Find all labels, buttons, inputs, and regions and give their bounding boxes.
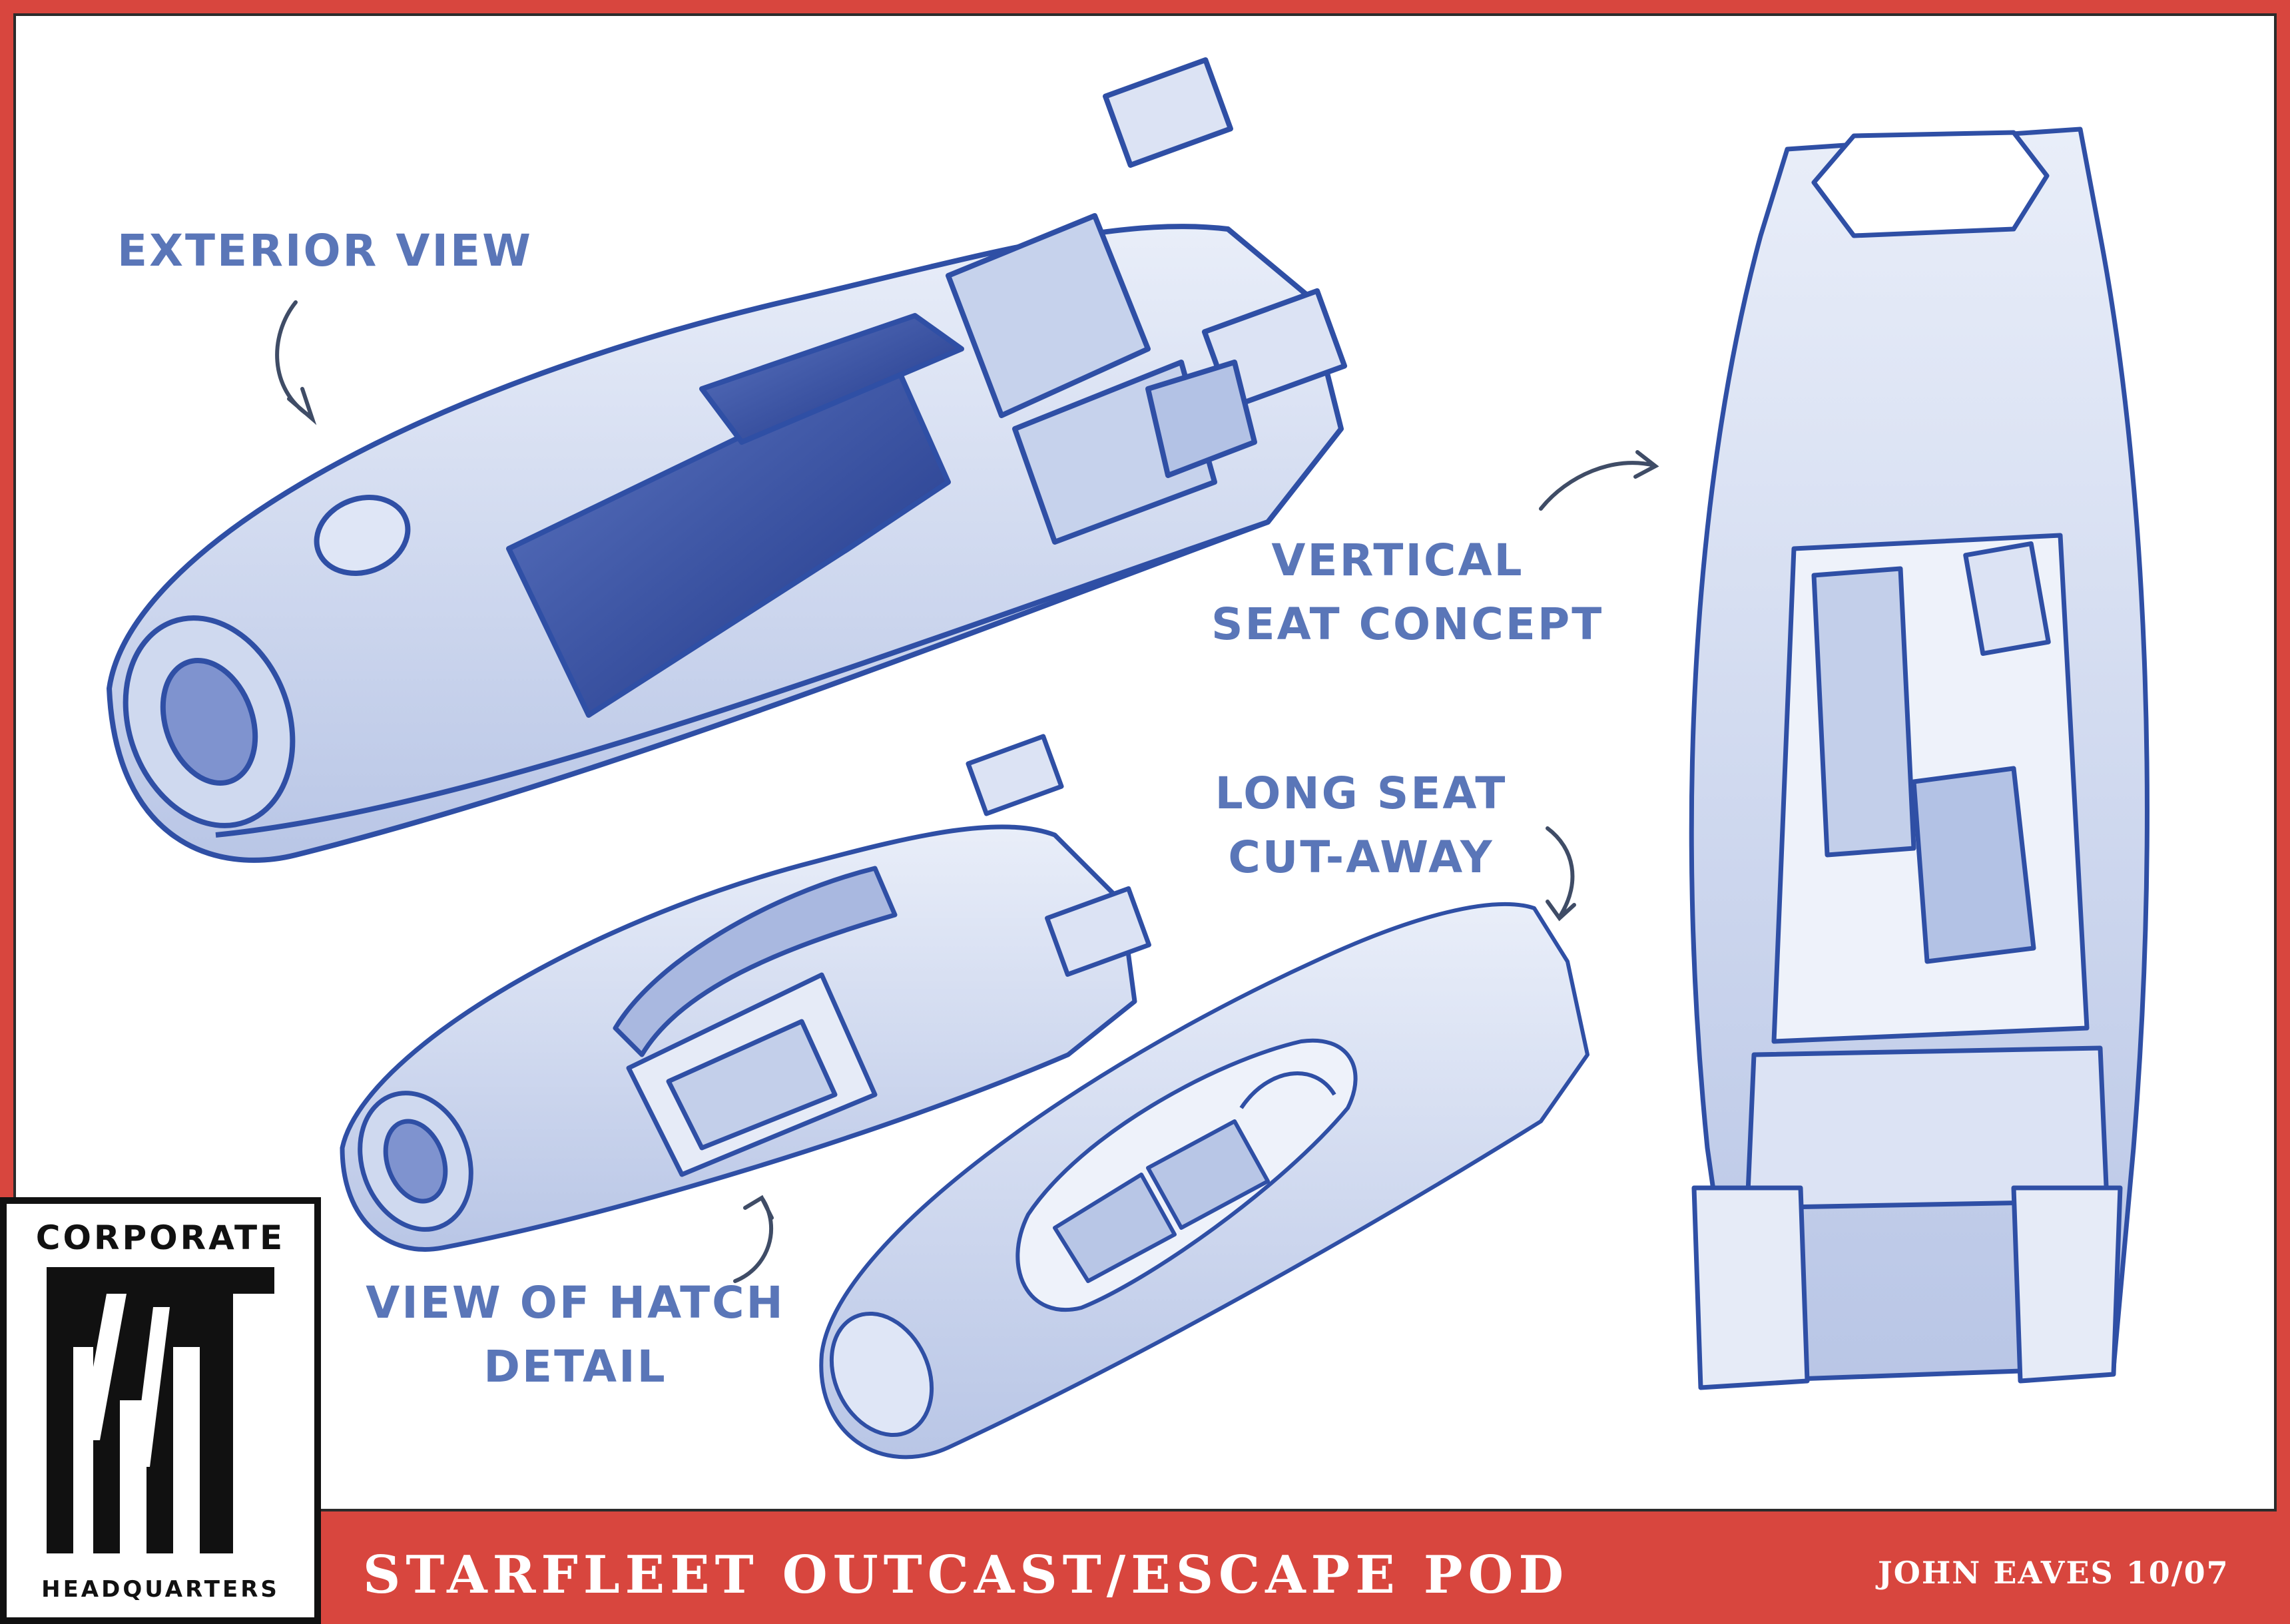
exterior-view-pod	[107, 57, 1348, 863]
hatch-detail-label: VIEW OF HATCH DETAIL	[356, 1271, 795, 1398]
corporate-headquarters-logo: CORPORATE HEADQUARTERS	[0, 1197, 321, 1624]
hatch-label-line1: VIEW OF HATCH	[366, 1277, 785, 1328]
logo-bottom-text: HEADQUARTERS	[41, 1576, 280, 1603]
footer-bar	[0, 1511, 2290, 1624]
hatch-label-line2: DETAIL	[483, 1340, 667, 1392]
sketch-artwork	[107, 57, 2149, 1460]
long-seat-cutaway-pod	[819, 902, 1589, 1460]
logo-top-text: CORPORATE	[35, 1218, 286, 1257]
vertical-arrow-icon	[1539, 450, 1659, 511]
exterior-view-label: EXTERIOR VIEW	[117, 225, 533, 276]
hatch-detail-pod	[340, 734, 1151, 1252]
longseat-label-line2: CUT-AWAY	[1228, 831, 1494, 883]
footer-credit: JOHN EAVES 10/07	[1878, 1555, 2229, 1591]
longseat-arrow-icon	[1546, 826, 1576, 922]
vertical-seat-concept-label: VERTICAL SEAT CONCEPT	[1211, 529, 1604, 656]
longseat-label-line1: LONG SEAT	[1215, 768, 1508, 819]
logo-mark-icon	[47, 1267, 274, 1553]
long-seat-cutaway-label: LONG SEAT CUT-AWAY	[1188, 762, 1534, 889]
exterior-arrow-icon	[275, 300, 317, 425]
vertical-seat-pod	[1689, 127, 2149, 1390]
vertical-label-line2: SEAT CONCEPT	[1211, 598, 1604, 650]
vertical-label-line1: VERTICAL	[1271, 535, 1524, 586]
footer-title: STARFLEET OUTCAST/ESCAPE POD	[363, 1545, 1570, 1605]
concept-sheet: EXTERIOR VIEW VERTICAL SEAT CONCEPT LONG…	[13, 13, 2277, 1511]
hatch-arrow-icon	[733, 1195, 774, 1283]
